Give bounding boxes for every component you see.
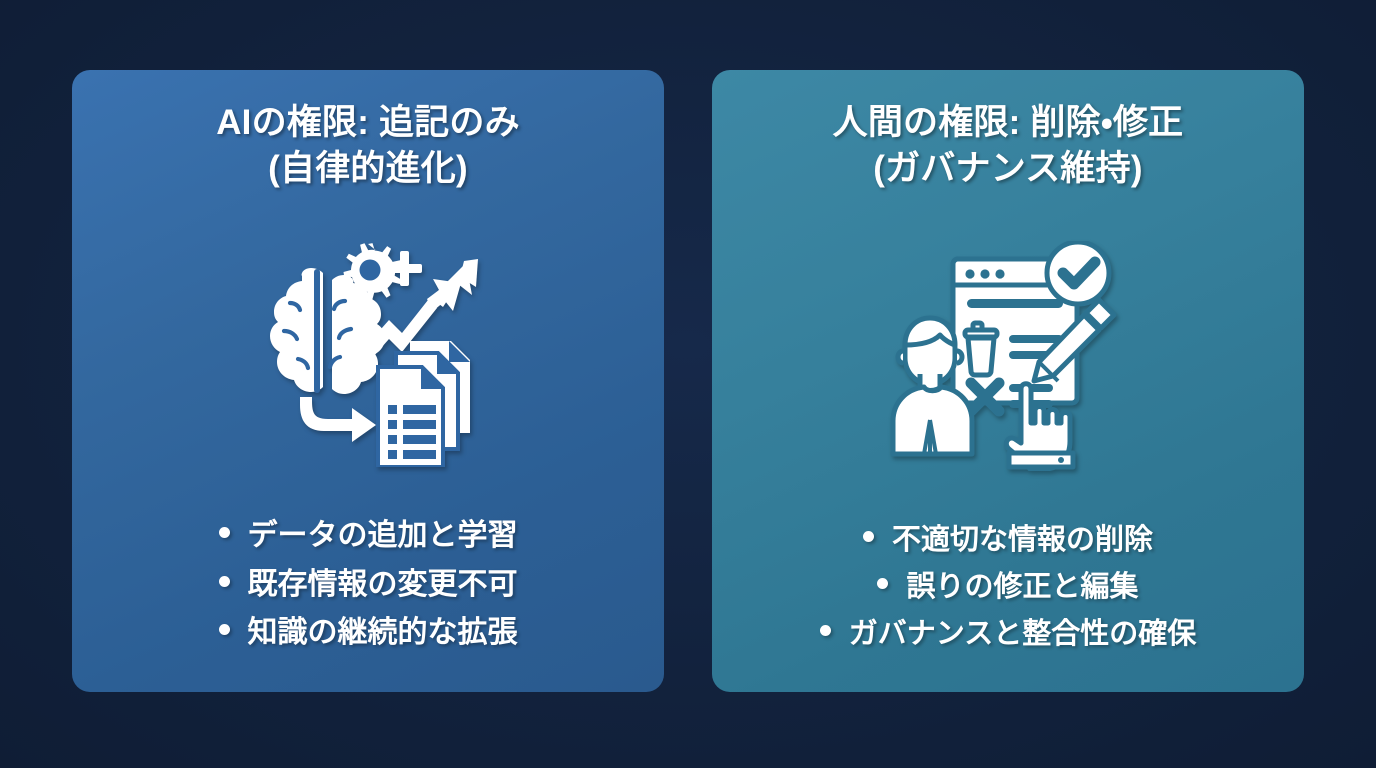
list-item: 既存情報の変更不可 [218,561,518,610]
card-title-human: 人間の権限: 削除・修正 (ガバナンス維持) [833,100,1184,192]
comparison-card-row: AIの権限: 追記のみ (自律的進化) [72,70,1304,692]
list-item: ガバナンスと整合性の確保 [819,611,1197,658]
bullet-list-ai: データの追加と学習 既存情報の変更不可 知識の継続的な拡張 [90,512,646,666]
person-review-edit-approve-icon [730,192,1286,517]
card-ai-permissions[interactable]: AIの権限: 追記のみ (自律的進化) [72,70,664,692]
card-title-human-line1: 人間の権限: 削除・修正 [832,103,1184,142]
card-title-human-line2: (ガバナンス維持) [873,149,1143,189]
bullet-dot-icon [819,625,831,637]
list-item: 知識の継続的な拡張 [218,609,518,658]
bullet-dot-icon [862,531,874,543]
bullet-text: 既存情報の変更不可 [247,567,518,601]
bullet-dot-icon [218,624,230,636]
bullet-dot-icon [877,578,889,590]
list-item: データの追加と学習 [218,512,518,561]
bullet-text: 不適切な情報の削除 [891,524,1153,557]
list-item: 不適切な情報の削除 [862,517,1153,564]
card-human-permissions[interactable]: 人間の権限: 削除・修正 (ガバナンス維持) [712,70,1304,692]
bullet-dot-icon [218,527,230,539]
bullet-list-human: 不適切な情報の削除 誤りの修正と編集 ガバナンスと整合性の確保 [730,517,1286,666]
bullet-text: 知識の継続的な拡張 [247,616,518,650]
card-title-ai-line1: AIの権限: 追記のみ [216,103,520,142]
bullet-text: ガバナンスと整合性の確保 [848,618,1197,651]
card-title-ai: AIの権限: 追記のみ (自律的進化) [216,100,520,192]
bullet-dot-icon [218,575,230,587]
bullet-text: 誤りの修正と編集 [906,571,1139,604]
brain-gear-growth-documents-icon [90,192,646,512]
bullet-text: データの追加と学習 [247,519,518,553]
card-title-ai-line2: (自律的進化) [268,149,468,189]
list-item: 誤りの修正と編集 [877,564,1139,611]
